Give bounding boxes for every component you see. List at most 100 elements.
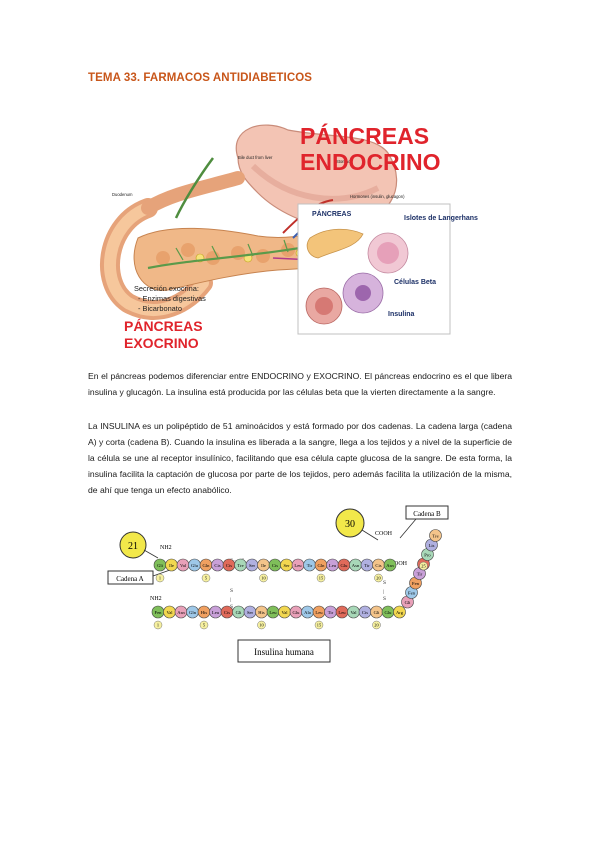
chain-a-residue	[383, 558, 397, 572]
chain-a-residue-label: Tir	[364, 563, 370, 568]
chain-a-residue-label: Tir	[307, 563, 313, 568]
chain-a-position-marker	[259, 573, 268, 583]
chain-a-residue-label: Ser	[249, 563, 256, 568]
chain-a-nh2: NH2	[160, 545, 172, 551]
chain-a-residue-label: Val	[180, 563, 187, 568]
exocrine-label-line1: PÁNCREAS	[124, 318, 203, 334]
chain-a-residue-label: Cis	[226, 563, 232, 568]
chain-b-residue-label: Leu	[315, 610, 323, 615]
stomach-label: Stomach	[336, 159, 353, 164]
chain-b-residue-label: Tre	[432, 533, 438, 538]
callout-b-number: 30	[345, 519, 355, 530]
chain-a-residue-label: Cis	[272, 563, 278, 568]
chain-a-residue-label: Cis	[375, 563, 381, 568]
chain-b-residue-label: Gln	[189, 610, 197, 615]
chain-b-label: Cadena B	[413, 510, 441, 518]
chain-b-position-marker	[153, 620, 163, 630]
endocrine-title-line1: PÁNCREAS	[300, 122, 429, 149]
chain-b-residue-label: Fen	[412, 581, 420, 586]
chain-b-residue-label: Pro	[424, 552, 431, 557]
chain-a-residue-label: Glu	[191, 563, 199, 568]
chain-a-label: Cadena A	[116, 575, 143, 583]
chain-a-position-marker-label: 20	[376, 576, 381, 581]
chain-b-residue-label: Glu	[385, 610, 393, 615]
chain-b-position-marker	[257, 620, 266, 630]
svg-text:S: S	[383, 596, 386, 602]
secretion-item-bicarbonate: - Bicarbonato	[138, 304, 182, 313]
chain-a-position-marker-label: 1	[159, 576, 161, 581]
chain-b-residue	[393, 605, 406, 619]
chain-b-residue-label: Tir	[328, 610, 334, 615]
chain-a-residue-label: Ser	[283, 563, 290, 568]
chain-b-position-marker	[372, 620, 381, 630]
chain-b-residue-label: Leu	[269, 610, 277, 615]
chain-b-residue-label: Val	[350, 610, 357, 615]
duodenum-label: Duodenum	[112, 192, 133, 197]
chain-a-residue-label: Glu	[341, 563, 349, 568]
svg-text:|: |	[383, 589, 384, 595]
chain-b-residue-label: Asn	[177, 610, 185, 615]
chain-b-residue-label: Leu	[338, 610, 346, 615]
chain-a-residue-label: Gln	[318, 563, 326, 568]
svg-text:|: |	[230, 597, 231, 603]
callout-a-number: 21	[128, 541, 138, 552]
chain-b-position-marker-label: 10	[259, 623, 264, 628]
chain-b-residue-label: Leu	[212, 610, 220, 615]
inset-beta-cells-label: Células Beta	[394, 279, 436, 286]
svg-text:S: S	[383, 580, 386, 586]
chain-a-residue-label: Tre	[237, 563, 243, 568]
chain-b-position-marker-label: 5	[203, 623, 206, 628]
figure-caption: Insulina humana	[254, 647, 314, 657]
pancreas-figure: Bile duct from liver Stomach Duodenum Ho…	[100, 122, 478, 351]
chain-a-position-marker	[201, 573, 211, 583]
hormones-label: Hormones (insulin, glucagon)	[350, 194, 405, 199]
chain-b-residue-label: Cis	[362, 610, 368, 615]
svg-text:S: S	[230, 588, 233, 594]
chain-b-position-marker-label: 15	[317, 623, 322, 628]
chain-a-residue-label: Ile	[261, 563, 266, 568]
chain-a-position-marker	[316, 573, 326, 583]
chain-b-residue-label: Val	[166, 610, 173, 615]
chain-b-residue-label: Lis	[429, 543, 435, 548]
chain-a-position-marker-label: 5	[205, 576, 208, 581]
chain-a-position-marker	[374, 573, 383, 583]
chain-b-residue-label: Ser	[247, 610, 254, 615]
caption-box	[237, 639, 331, 663]
chain-b-residue-label: Ala	[304, 610, 311, 615]
inset-pancreas-label: PÁNCREAS	[312, 209, 352, 218]
chain-b-residue-label: Gli	[374, 610, 381, 615]
chain-b-residue-label: Tir	[417, 571, 423, 576]
chain-b-box	[405, 505, 449, 520]
chain-a-residue-label: Ile	[169, 563, 174, 568]
svg-text:S: S	[230, 604, 233, 610]
chain-b-position-marker	[314, 620, 324, 630]
secretion-title: Secreción exocrina:	[134, 284, 199, 293]
insulin-structure-figure: 21 30 Cadena A Cadena B NH2 NH2 COOH COO…	[107, 505, 449, 663]
chain-b-residue-label: Val	[281, 610, 288, 615]
chain-a-residue-label: Gln	[203, 563, 211, 568]
paragraph-endocrine-exocrine: En el páncreas podemos diferenciar entre…	[88, 371, 512, 397]
chain-a-position-marker-label: 10	[261, 576, 266, 581]
chain-a-cooh: COOH	[390, 561, 408, 567]
exocrine-label-line2: EXOCRINO	[124, 335, 199, 351]
chain-b-residue-label: Glu	[293, 610, 301, 615]
chain-b-residue-label: Fen	[155, 610, 163, 615]
chain-a-position-marker-label: 15	[319, 576, 324, 581]
chain-b-residue-label: Gli	[405, 600, 412, 605]
chain-a-residue-label: Leu	[329, 563, 337, 568]
chain-b-position-marker-label: 20	[374, 623, 379, 628]
chain-b-position-marker-label: 25	[421, 564, 426, 569]
chain-a-residue-label: Cis	[214, 563, 220, 568]
chain-b-cooh: COOH	[375, 531, 393, 537]
secretion-item-enzymes: - Enzimas digestivas	[138, 294, 206, 303]
chain-a-residue-label: Leu	[294, 563, 302, 568]
page-heading: TEMA 33. FARMACOS ANTIDIABETICOS	[88, 72, 313, 84]
endocrine-title-line2: ENDOCRINO	[300, 149, 441, 175]
chain-b-position-marker-label: 1	[157, 623, 159, 628]
chain-a-box	[107, 570, 154, 585]
chain-b-residue-label: Fen	[408, 590, 416, 595]
chain-b-residue	[429, 529, 442, 542]
paragraph-insulin: La INSULINA es un polipéptido de 51 amin…	[88, 421, 512, 495]
chain-b-residue-label: Gli	[236, 610, 243, 615]
chain-b-position-marker	[199, 620, 209, 630]
